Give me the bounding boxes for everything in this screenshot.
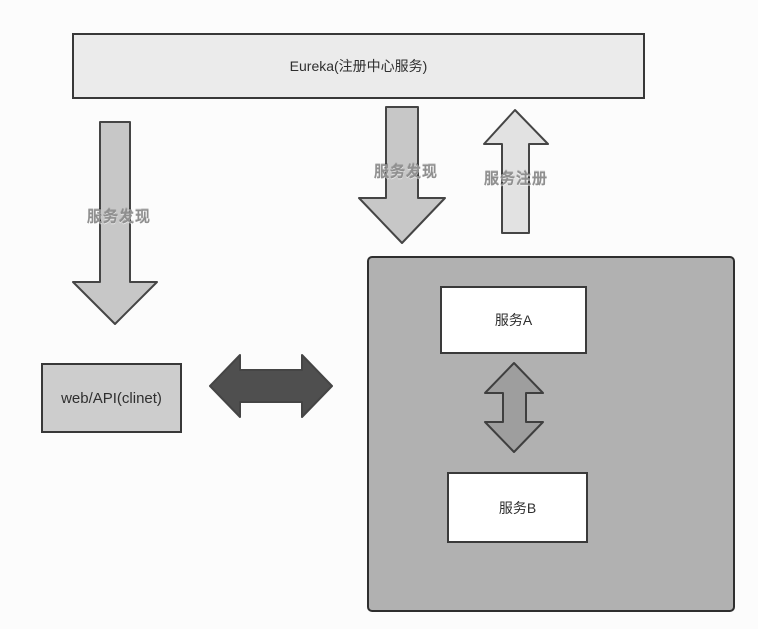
service-b-box: 服务B: [447, 472, 588, 543]
left-discovery-arrow-label: 服务发现: [86, 208, 152, 226]
service-b-label: 服务B: [498, 499, 537, 516]
services-container: 服务A 服务B: [367, 256, 735, 612]
register-arrow-label: 服务注册: [483, 170, 549, 188]
service-a-label: 服务A: [494, 312, 533, 328]
web-api-client-box: web/API(clinet): [41, 363, 182, 433]
web-api-client-label: web/API(clinet): [61, 389, 162, 407]
eureka-registry-label: Eureka(注册中心服务): [289, 58, 428, 74]
arrow-horizontal-client-link-icon: [209, 354, 333, 418]
service-a-box: 服务A: [440, 286, 587, 354]
middle-discovery-arrow-label: 服务发现: [373, 163, 439, 181]
eureka-registry-box: Eureka(注册中心服务): [72, 33, 645, 99]
